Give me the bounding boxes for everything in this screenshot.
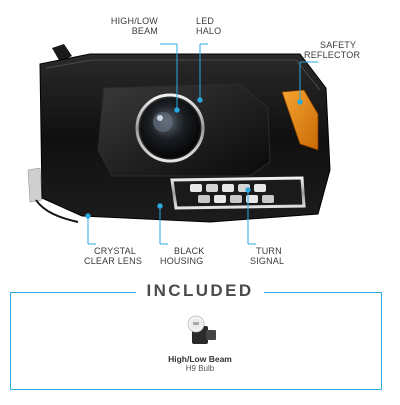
h9-bulb-image <box>187 315 216 344</box>
callout-high-low-beam: HIGH/LOW BEAM <box>110 16 158 36</box>
mounting-tab <box>52 44 72 62</box>
led-halo-ring <box>135 93 205 163</box>
callout-crystal-clear-lens: CRYSTAL CLEAR LENS <box>84 246 143 266</box>
led-cluster <box>190 184 274 203</box>
included-frame <box>10 292 382 390</box>
callout-led-halo: LED HALO <box>196 16 222 36</box>
included-item-type: H9 Bulb <box>185 364 215 373</box>
turn-signal-chrome <box>170 176 306 210</box>
callout-black-housing: BLACK HOUSING <box>160 246 205 266</box>
included-title: INCLUDED <box>0 281 400 301</box>
callout-safety-reflector: SAFETY REFLECTOR <box>304 40 361 60</box>
callout-turn-signal: TURN SIGNAL <box>250 246 285 266</box>
side-bracket <box>27 167 43 203</box>
wire-lead <box>35 199 79 223</box>
included-item-name: High/Low Beam <box>168 354 232 364</box>
